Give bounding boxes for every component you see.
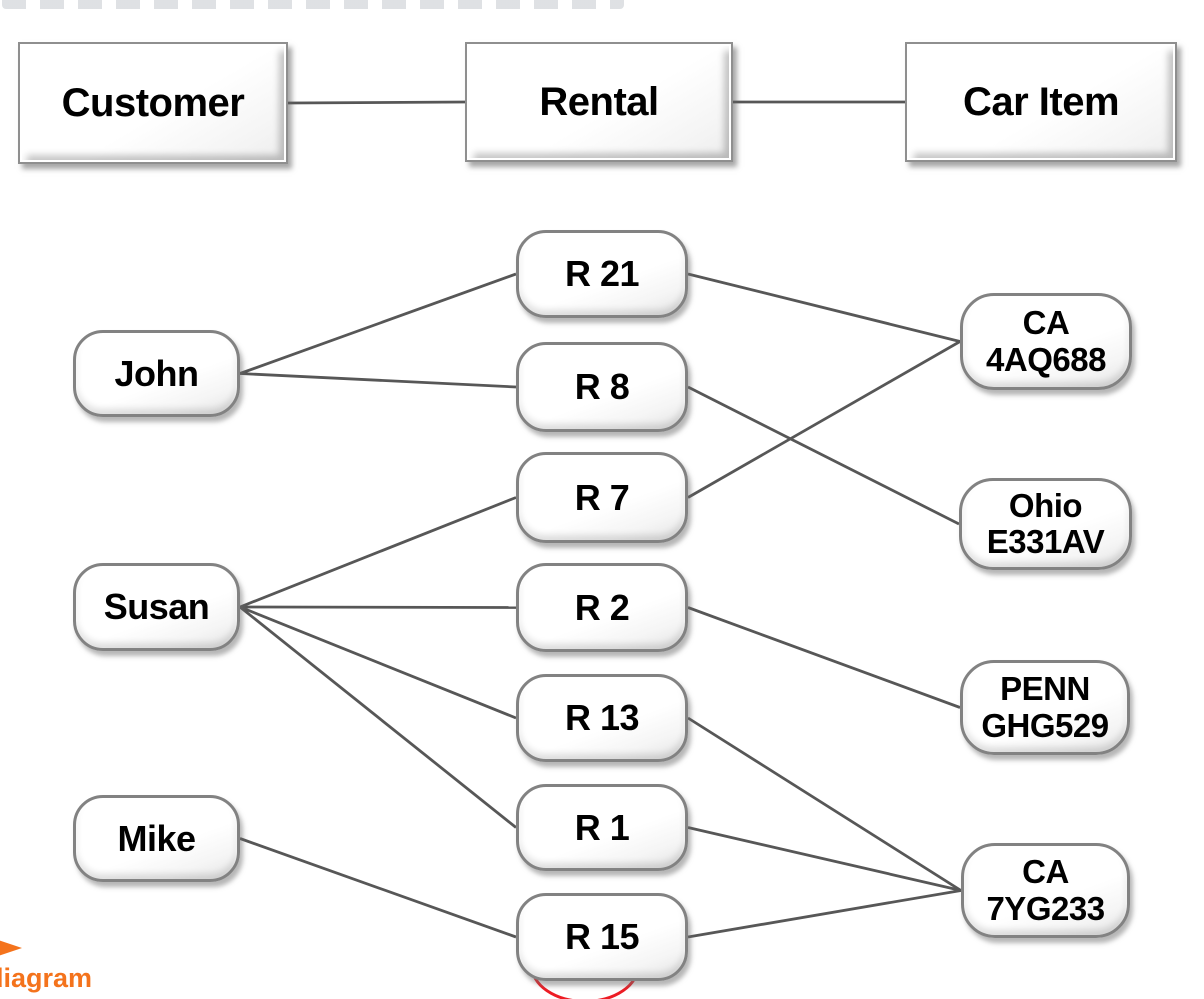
edge-r7-ca-4aq688 (687, 340, 961, 499)
node-label: R 13 (564, 697, 640, 739)
node-john: John (73, 330, 240, 417)
node-label: Rental (539, 79, 659, 124)
edge-r21-ca-4aq688 (687, 272, 961, 343)
node-label: Customer (61, 80, 245, 125)
node-label: John (114, 352, 200, 394)
node-mike: Mike (73, 795, 240, 882)
entity-box-rental: Rental (465, 42, 733, 162)
node-label: 7YG233 (986, 889, 1105, 927)
edge-mike-r15 (239, 837, 517, 939)
node-r2: R 2 (516, 563, 688, 652)
node-label: R 7 (574, 476, 630, 518)
edge-susan-r1 (239, 605, 517, 829)
node-label: 4AQ688 (986, 340, 1106, 378)
node-label: CA (1022, 304, 1070, 342)
node-label: PENN (1000, 670, 1090, 708)
entity-box-car-item: Car Item (905, 42, 1177, 162)
node-label: R 8 (574, 366, 630, 408)
node-r8: R 8 (516, 342, 688, 432)
edge-customer-rental (287, 100, 466, 105)
node-label: Mike (117, 817, 196, 859)
node-r1: R 1 (516, 784, 688, 871)
node-label: R 1 (574, 806, 630, 848)
edge-r2-penn-ghg529 (687, 606, 961, 709)
node-r21: R 21 (516, 230, 688, 318)
node-r15: R 15 (516, 893, 688, 981)
edge-r13-ca-7yg233 (687, 716, 962, 892)
edge-john-r8 (239, 372, 517, 389)
node-r7: R 7 (516, 452, 688, 543)
edge-susan-r2 (239, 605, 517, 609)
edge-john-r21 (239, 272, 517, 375)
node-susan: Susan (73, 563, 240, 651)
node-r13: R 13 (516, 674, 688, 762)
node-label: R 21 (564, 253, 640, 295)
watermark-label: diagram (0, 963, 93, 993)
node-label: E331AV (986, 523, 1105, 560)
node-label: GHG529 (981, 706, 1109, 744)
node-label: Car Item (962, 79, 1120, 124)
node-label: Ohio (1008, 486, 1083, 524)
node-label: R 15 (564, 916, 640, 958)
entity-box-customer: Customer (18, 42, 288, 164)
edge-r8-ohio-e331av (687, 385, 960, 526)
edge-susan-r13 (239, 605, 517, 720)
edge-r1-ca-7yg233 (687, 826, 962, 892)
node-label: Susan (103, 586, 210, 628)
cropped-title-remnant (2, 0, 624, 9)
node-label: CA (1022, 853, 1069, 891)
node-label: R 2 (574, 586, 630, 628)
edge-r15-ca-7yg233 (687, 889, 962, 939)
edge-susan-r7 (239, 496, 517, 609)
